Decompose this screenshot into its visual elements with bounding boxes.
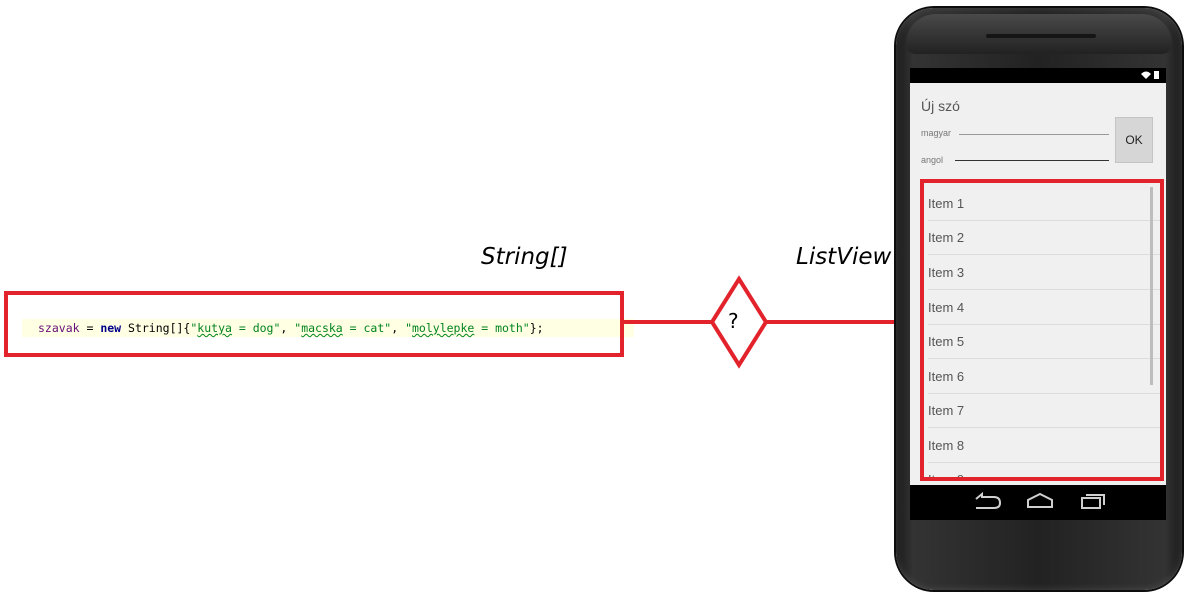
list-item[interactable]: Item 1: [928, 187, 1160, 221]
list-item[interactable]: Item 7: [928, 394, 1160, 428]
code-string-rest: = dog": [231, 321, 281, 335]
angol-field-label: angol: [921, 155, 944, 165]
list-item[interactable]: Item 4: [928, 291, 1160, 325]
decision-symbol: ?: [728, 309, 739, 333]
code-string-quote: ": [190, 321, 198, 335]
list-item[interactable]: Item 2: [928, 221, 1160, 255]
code-string-rest: = cat": [342, 321, 392, 335]
list-item[interactable]: Item 9: [928, 463, 1160, 477]
code-string-word: kutya: [197, 321, 232, 335]
list-item[interactable]: Item 8: [928, 429, 1160, 463]
nav-bar: [910, 485, 1166, 520]
magyar-input[interactable]: [959, 134, 1109, 135]
code-string-word: molylepke: [412, 321, 475, 335]
recent-apps-icon[interactable]: [1081, 494, 1105, 509]
code-suffix: };: [529, 321, 544, 335]
ok-button[interactable]: OK: [1115, 117, 1153, 163]
battery-icon: [1154, 71, 1159, 79]
code-variable: szavak: [38, 321, 80, 335]
listview[interactable]: Item 1 Item 2 Item 3 Item 4 Item 5 Item …: [920, 179, 1164, 481]
phone-speaker: [986, 34, 1096, 38]
code-string-quote: ": [294, 321, 302, 335]
code-separator: ,: [391, 321, 406, 335]
code-separator: ,: [280, 321, 295, 335]
code-line: szavak = new String[]{"kutya = dog", "ma…: [38, 320, 544, 336]
decision-diamond: [709, 275, 769, 369]
string-array-label: String[]: [481, 244, 568, 270]
wifi-icon: [1141, 71, 1159, 79]
status-icons: [1140, 70, 1160, 81]
list-item[interactable]: Item 3: [928, 256, 1160, 290]
code-string-word: macska: [301, 321, 343, 335]
code-highlight-box: [4, 291, 624, 357]
list-item[interactable]: Item 5: [928, 325, 1160, 359]
listview-label: ListView: [796, 244, 892, 270]
code-keyword-new: new: [100, 321, 122, 335]
list-scrollbar[interactable]: [1150, 187, 1153, 385]
code-string-rest: = moth": [474, 321, 530, 335]
magyar-field-label: magyar: [921, 128, 952, 138]
app-title: Új szó: [921, 98, 960, 114]
code-type: String[]{: [121, 321, 191, 335]
list-item[interactable]: Item 6: [928, 360, 1160, 394]
home-icon[interactable]: [1027, 492, 1053, 508]
code-string-quote: ": [405, 321, 412, 335]
code-line-highlight: [22, 319, 634, 337]
nav-icons: [975, 491, 1105, 509]
status-bar: [910, 68, 1166, 82]
angol-input[interactable]: [955, 160, 1109, 161]
code-equals: =: [79, 321, 101, 335]
back-icon[interactable]: [975, 491, 1002, 509]
